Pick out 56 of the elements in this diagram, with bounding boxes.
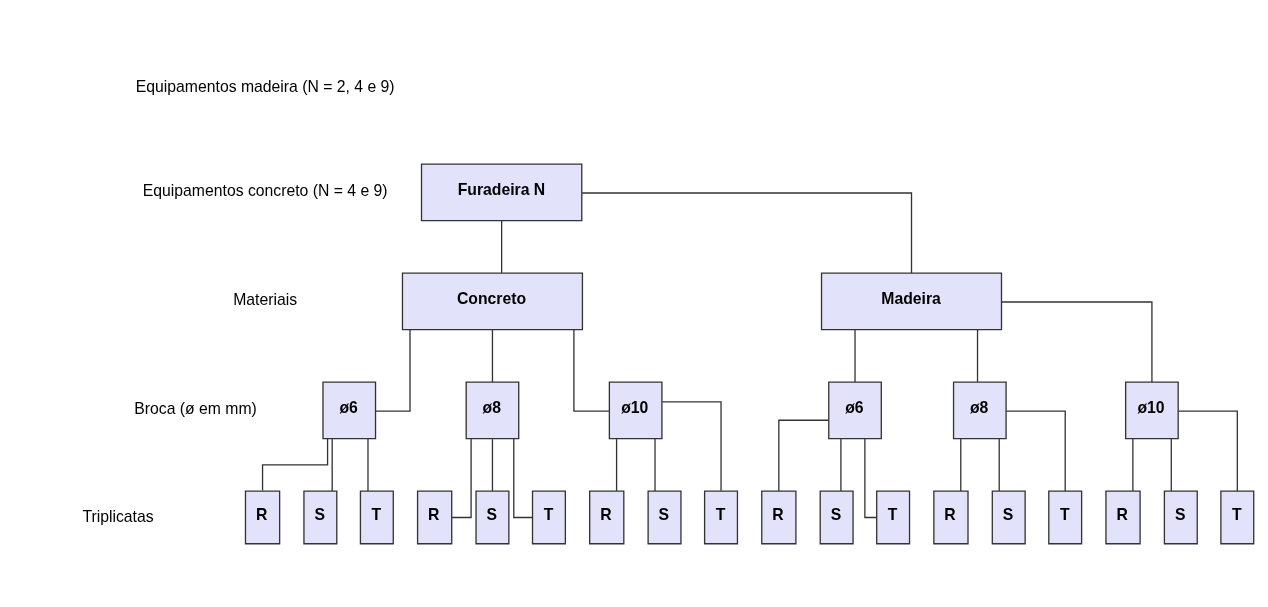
node-box: ø10	[608, 381, 663, 439]
node-box: Madeira	[820, 271, 1003, 330]
connector	[654, 437, 656, 492]
connector	[367, 437, 369, 492]
node-box: ø8	[465, 381, 520, 439]
node-box: T	[1048, 490, 1083, 544]
node-box: ø10	[1125, 381, 1179, 439]
connector	[331, 437, 333, 492]
node-box: R	[416, 490, 453, 544]
connector	[491, 437, 494, 492]
node-box: R	[933, 490, 969, 544]
node-box: Furadeira N	[420, 162, 583, 221]
node-box: R	[244, 490, 281, 544]
node-box: S	[1163, 490, 1198, 544]
connector	[864, 437, 878, 518]
connector	[491, 328, 494, 383]
connector	[615, 437, 618, 492]
node-box: S	[303, 490, 338, 544]
connector	[976, 328, 979, 383]
connector	[375, 328, 411, 412]
node-box: S	[819, 490, 854, 544]
node-box: ø6	[322, 381, 377, 439]
connector	[998, 437, 1000, 492]
connector	[573, 328, 610, 412]
node-box: Concreto	[401, 271, 584, 330]
node-box: T	[531, 490, 566, 544]
node-box: S	[647, 490, 682, 544]
node-box: ø8	[952, 381, 1007, 439]
connector	[854, 328, 856, 383]
label: Triplicatas	[82, 507, 154, 525]
node-box: R	[1105, 490, 1141, 544]
node-box: T	[703, 490, 739, 544]
connector	[661, 400, 722, 491]
node-box: R	[761, 490, 797, 544]
label: Equipamentos concreto (N = 4 e 9)	[142, 181, 388, 199]
node-box: T	[1220, 490, 1255, 544]
label: Broca (ø em mm)	[134, 399, 257, 417]
connector	[960, 437, 962, 492]
node-box: T	[359, 490, 394, 544]
connector	[1001, 300, 1153, 383]
connector	[778, 419, 830, 492]
connector	[1177, 409, 1238, 492]
connector	[1170, 437, 1172, 492]
label: Materiais	[233, 290, 298, 308]
connector	[501, 219, 503, 274]
node-box: S	[991, 490, 1026, 544]
node-box: ø6	[828, 381, 882, 439]
connector	[1132, 437, 1134, 492]
connector	[1005, 409, 1066, 492]
node-box: T	[876, 490, 911, 544]
label: Equipamentos madeira (N = 2, 4 e 9)	[135, 77, 395, 95]
connector	[261, 437, 329, 491]
node-box: S	[475, 490, 510, 544]
connector	[581, 191, 913, 274]
connector	[840, 437, 842, 492]
node-box: R	[589, 490, 625, 544]
